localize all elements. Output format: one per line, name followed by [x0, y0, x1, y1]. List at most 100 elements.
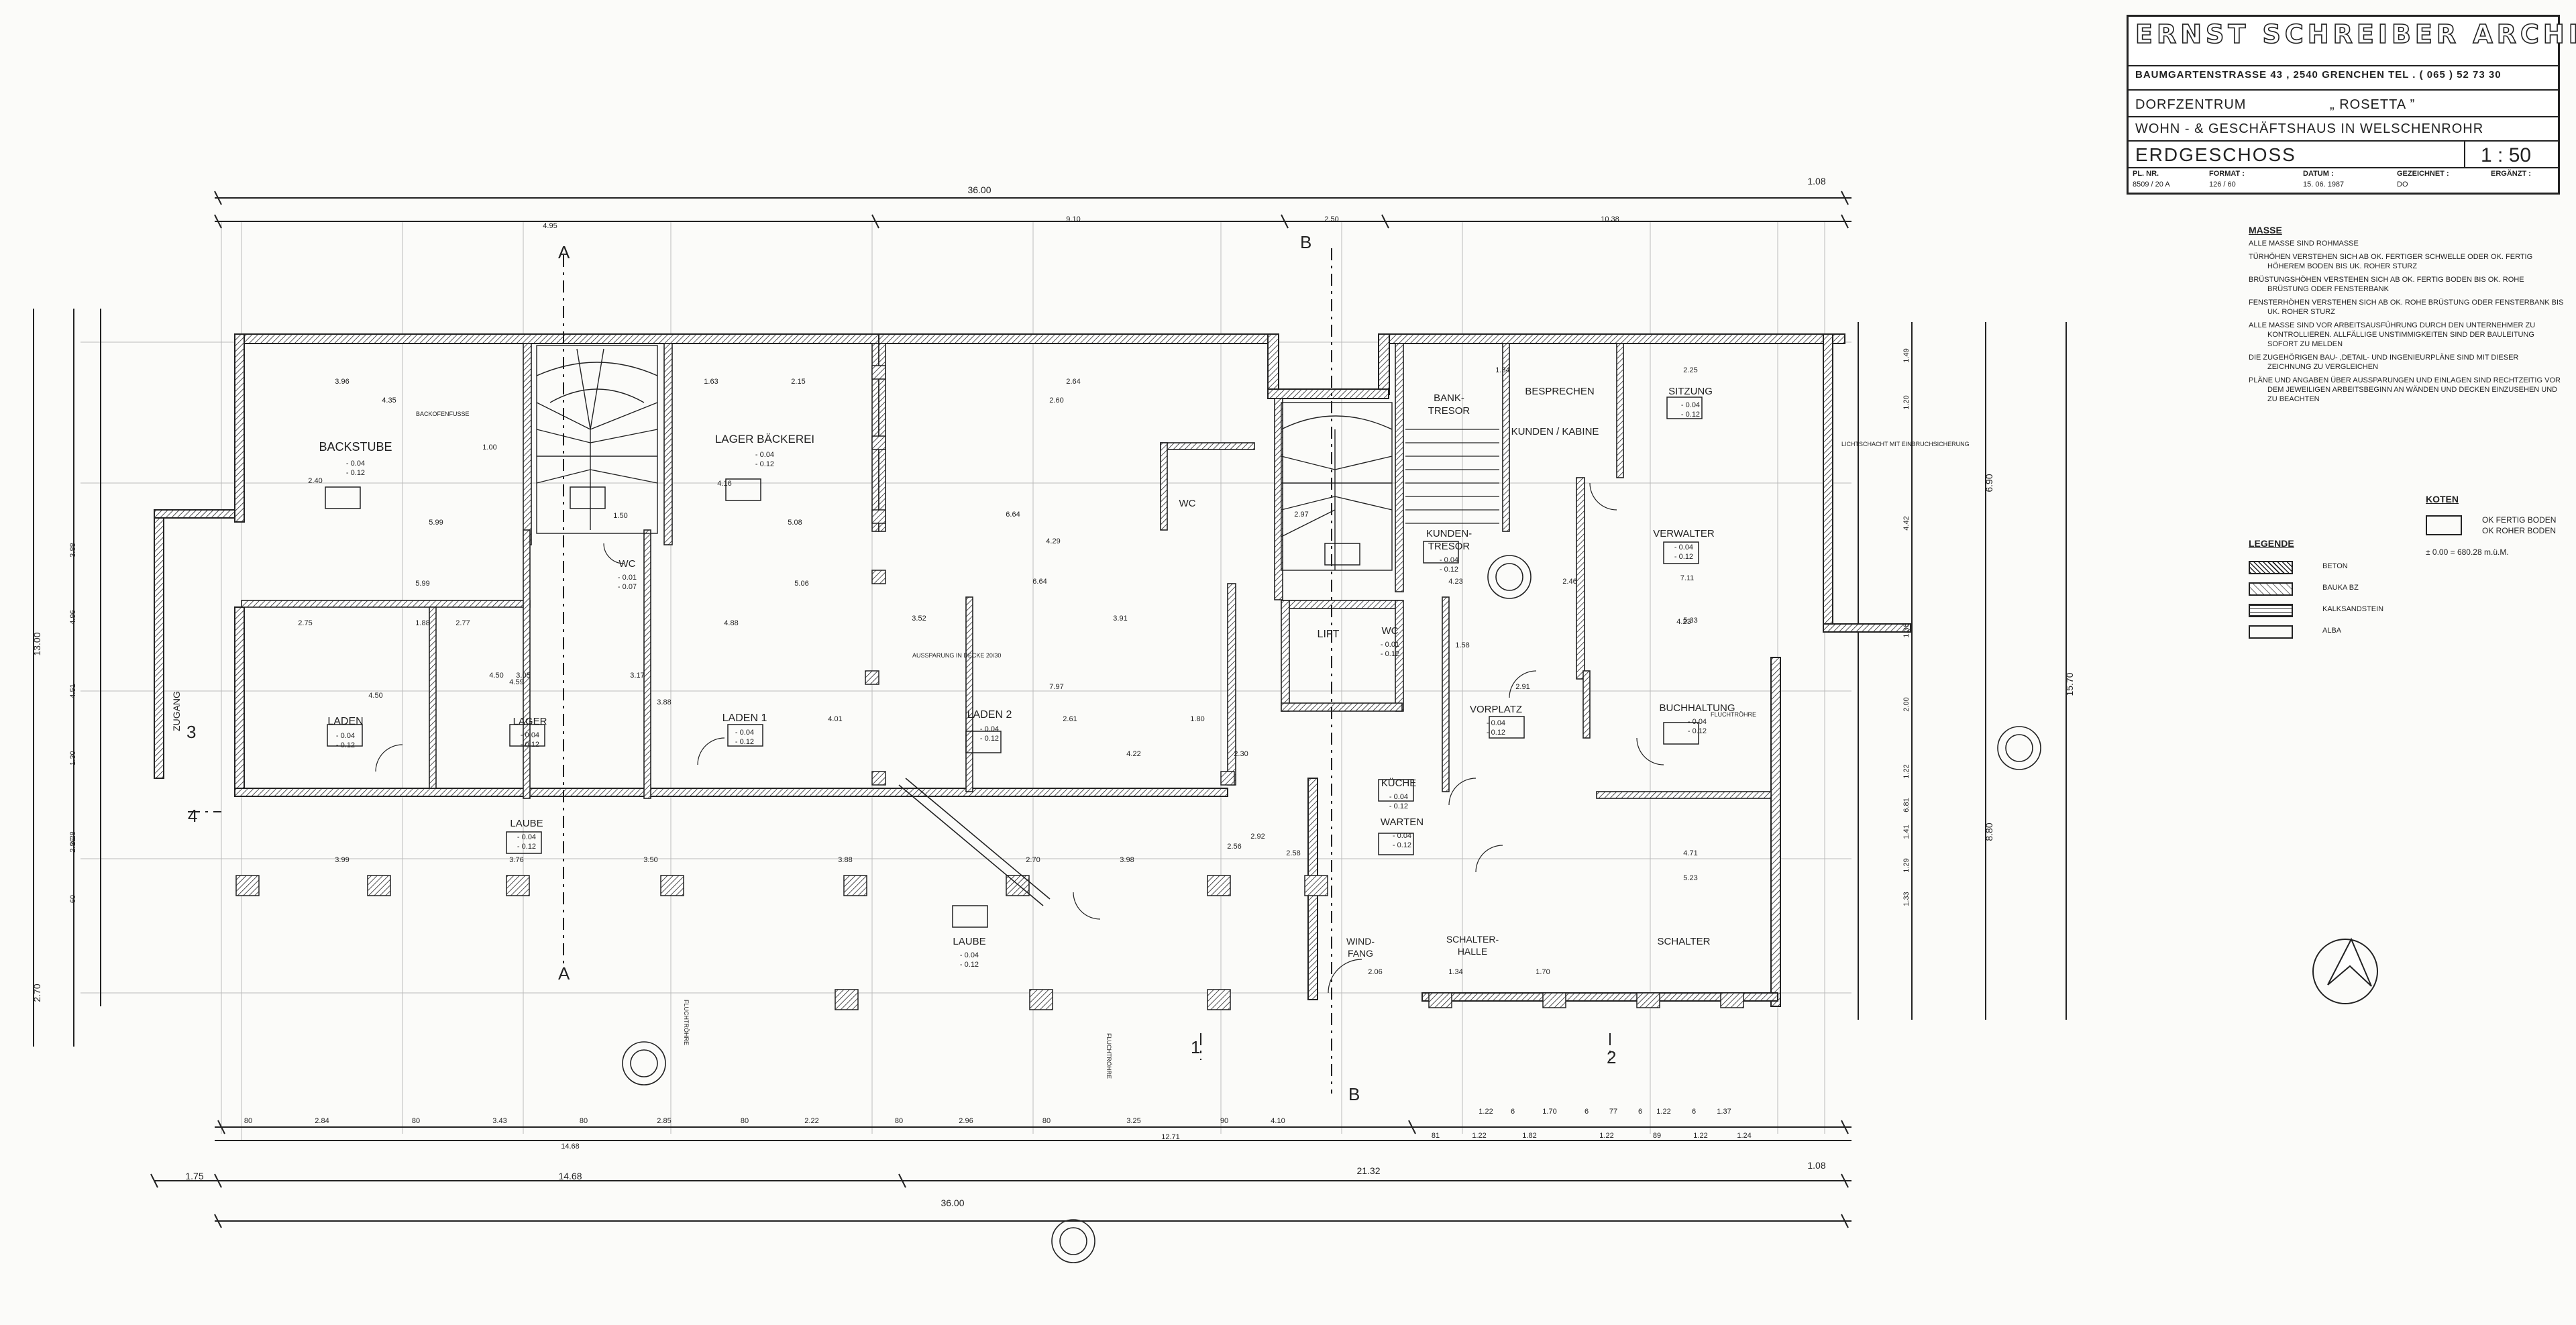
dim-top-chain-4: 10.38 [1601, 215, 1619, 223]
dimension-value: 4.16 [717, 480, 731, 488]
dimension-value: 6 [1585, 1108, 1589, 1116]
dimension-value: 4.50 [489, 672, 503, 680]
dimension-value: 1.88 [415, 619, 429, 627]
dimension-value: 4.50 [368, 692, 382, 700]
room-level: - 0.04 [980, 725, 999, 733]
dimension-value: 2.58 [1286, 849, 1300, 857]
dimension-value: 2.70 [1026, 856, 1040, 864]
dim-left-lower: 2.70 [32, 984, 42, 1002]
dimension-value: 2.91 [1515, 683, 1529, 691]
room-level: - 0.04 [735, 729, 754, 737]
legend: LEGENDE BETON BAUKA BZ KALKSANDSTEIN ALB… [2249, 538, 2423, 647]
koten-line-1: OK FERTIG BODEN [2482, 515, 2557, 525]
room-level: - 0.12 [1393, 841, 1411, 849]
dimension-value: 2.28 [69, 831, 77, 845]
room-name: SITZUNG [1668, 386, 1713, 397]
datum-value: 15. 06. 1987 [2303, 180, 2345, 189]
dim-left-total: 13.00 [32, 632, 42, 655]
dimension-value: 6 [1638, 1108, 1642, 1116]
legend-label: KALKSANDSTEIN [2322, 605, 2384, 613]
dimension-ticks [150, 191, 1849, 1228]
door-swings [375, 482, 1664, 994]
dim-top-chain-2: 9.10 [1066, 215, 1080, 223]
room-name: WC [1382, 625, 1399, 637]
dimension-value: 5.06 [794, 580, 808, 588]
datum-label: DATUM : [2303, 170, 2334, 178]
dim-bottom-chain2-2: 12.71 [1161, 1133, 1180, 1141]
notes-heading: MASSE [2249, 225, 2282, 235]
dimension-value: 80 [895, 1117, 903, 1125]
general-notes: MASSE Alle Masse sind Rohmasse Türhöhen … [2249, 225, 2564, 408]
dimension-value: 1.22 [1599, 1132, 1613, 1140]
room-name: WC [619, 558, 636, 570]
dimension-value: 80 [580, 1117, 588, 1125]
section-mark-4: 4 [188, 806, 197, 826]
note-aussparung: AUSSPARUNG IN DECKE 20/30 [912, 652, 1001, 659]
ramp-lines [898, 778, 1051, 906]
room-level: - 0.04 [1681, 401, 1700, 409]
section-mark-2: 2 [1607, 1047, 1616, 1067]
room-level: - 0.04 [521, 731, 539, 739]
dimension-value: 2.85 [657, 1117, 671, 1125]
gezeichnet-value: DO [2397, 180, 2408, 189]
dimension-value: 3.88 [657, 698, 671, 706]
legend-swatch [2249, 604, 2293, 617]
dimension-value: 3.17 [630, 672, 644, 680]
room-name: KUNDEN / KABINE [1511, 426, 1599, 437]
dimension-value: 2.06 [1368, 968, 1382, 976]
room-name: VORPLATZ [1470, 704, 1522, 715]
dimension-value: 1.41 [1902, 825, 1911, 839]
dimension-value: 3.52 [912, 615, 926, 623]
section-mark-a-top: A [558, 242, 570, 262]
room-name: SCHALTER- [1446, 934, 1499, 945]
room-name: SCHALTER [1658, 936, 1711, 947]
room-name: WIND- [1346, 936, 1375, 947]
room-level: - 0.12 [755, 460, 774, 468]
dimension-value: 3.05 [516, 672, 530, 680]
dimension-value: 5.99 [415, 580, 429, 588]
dimension-value: 7.97 [1049, 683, 1063, 691]
dimension-value: 2.86 [69, 838, 77, 852]
dim-right-chain-1: 6.90 [1984, 474, 1994, 492]
dimension-value: 4.51 [69, 684, 77, 698]
room-name: BESPRECHEN [1525, 386, 1594, 397]
section-lines [188, 248, 1611, 1094]
room-level: - 0.12 [980, 735, 999, 743]
dim-bottom-left: 1.75 [185, 1171, 203, 1181]
room-name: BANK- [1434, 392, 1464, 404]
dimension-value: 81 [1432, 1132, 1440, 1140]
legend-swatch [2249, 561, 2293, 574]
room-level: - 0.04 [346, 460, 365, 468]
note-lichtschacht: LICHTSCHACHT MIT EINBRUCHSICHERUNG [1841, 441, 1970, 447]
room-level: - 0.12 [336, 741, 355, 749]
room-name: HALLE [1458, 946, 1487, 957]
room-name: TRESOR [1428, 541, 1470, 552]
dim-bottom-mid-2: 21.32 [1356, 1165, 1380, 1176]
level-boxes [325, 396, 1703, 928]
legend-label: BAUKA BZ [2322, 584, 2359, 592]
room-level: - 0.12 [1440, 566, 1458, 574]
project-label: DORFZENTRUM [2135, 97, 2247, 112]
dimension-value: 2.61 [1063, 715, 1077, 723]
room-name: LAUBE [953, 936, 985, 947]
project-name: „ ROSETTA ” [2330, 97, 2416, 112]
project-subtitle: WOHN - & GESCHÄFTSHAUS IN WELSCHENROHR [2135, 121, 2484, 136]
dimension-value: 3.25 [1126, 1117, 1140, 1125]
floor-title: ERDGESCHOSS [2135, 144, 2296, 165]
dimension-value: 2.30 [1234, 750, 1248, 758]
dimension-value: 90 [1220, 1117, 1228, 1125]
note-item: Pläne und Angaben über Aussparungen und … [2249, 376, 2561, 403]
dim-top-total: 36.00 [967, 184, 991, 195]
dimension-value: 2.22 [804, 1117, 818, 1125]
note-item: Fensterhöhen verstehen sich ab OK. rohe … [2249, 299, 2564, 316]
dimension-value: 6.81 [1902, 798, 1911, 812]
staircase-2 [1281, 402, 1393, 571]
dimension-value: 6 [1511, 1108, 1515, 1116]
section-mark-b-top: B [1300, 232, 1311, 252]
dimension-value: 1.70 [1542, 1108, 1556, 1116]
dimension-value: 3.99 [335, 856, 349, 864]
format-label: FORMAT : [2209, 170, 2245, 178]
dimension-value: 80 [1042, 1117, 1051, 1125]
dim-top-right: 1.08 [1807, 176, 1825, 187]
